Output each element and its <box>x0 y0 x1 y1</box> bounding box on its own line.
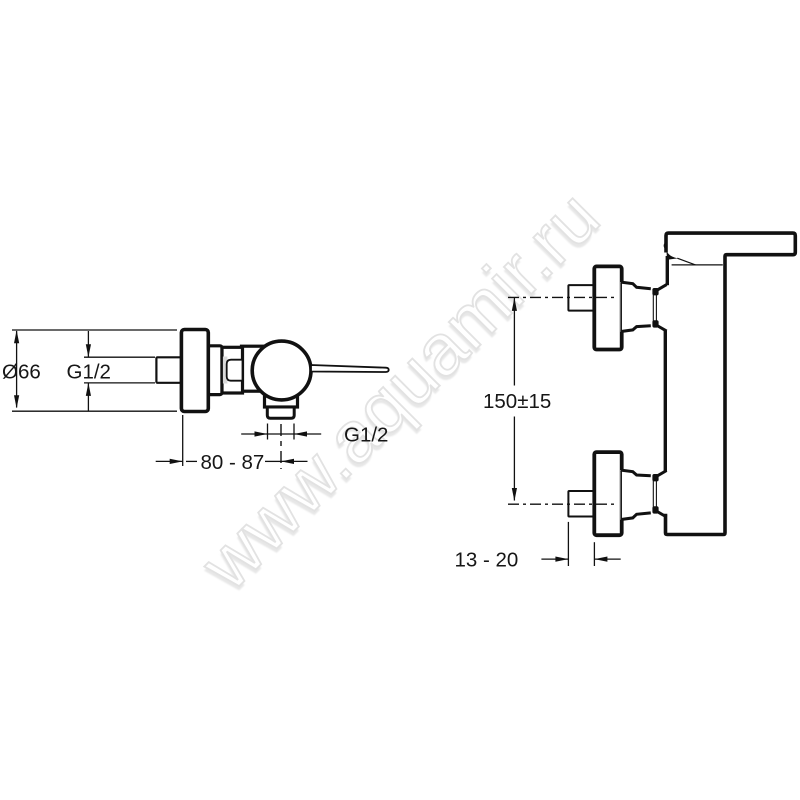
svg-text:80 - 87: 80 - 87 <box>201 451 265 474</box>
svg-text:G1/2: G1/2 <box>344 423 388 446</box>
svg-text:Ø66: Ø66 <box>2 360 41 383</box>
svg-text:150±15: 150±15 <box>483 390 551 413</box>
svg-text:13 - 20: 13 - 20 <box>455 548 519 571</box>
svg-text:G1/2: G1/2 <box>67 360 111 383</box>
